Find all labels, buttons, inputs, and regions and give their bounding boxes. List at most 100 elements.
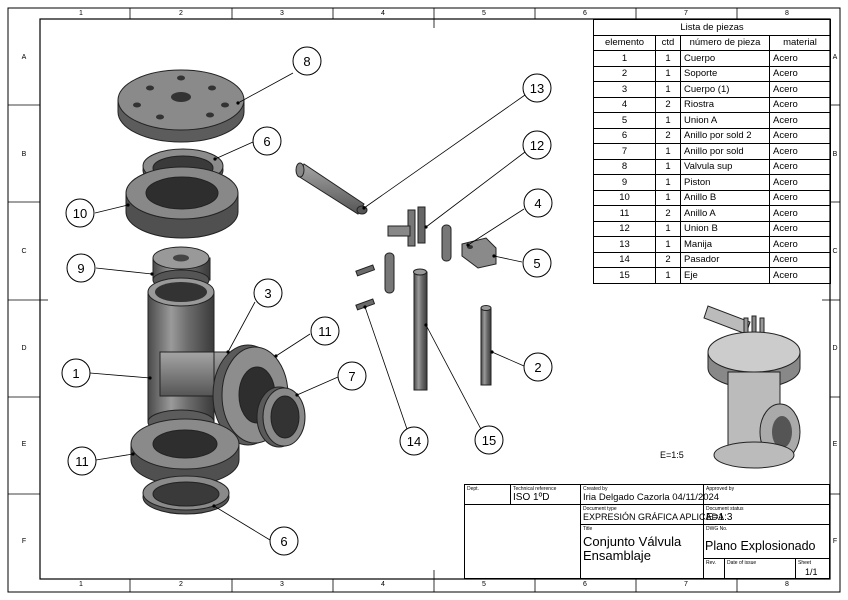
svg-text:4: 4 bbox=[534, 196, 541, 211]
tb-title-line1: Conjunto Válvula bbox=[583, 534, 682, 549]
part-6-ring-bottom bbox=[142, 475, 230, 515]
svg-text:7: 7 bbox=[348, 369, 355, 384]
balloon-11-bottom: 11 bbox=[67, 446, 97, 476]
zone-row-a-right: A bbox=[832, 54, 838, 61]
balloon-6-top: 6 bbox=[252, 126, 282, 156]
cell-material: Acero bbox=[769, 65, 831, 82]
cell-material: Acero bbox=[769, 143, 831, 160]
tb-techref-label: Technical reference bbox=[513, 486, 557, 492]
tb-created-label: Created by bbox=[583, 486, 608, 492]
cell-material: Acero bbox=[769, 96, 831, 113]
zone-col-3: 3 bbox=[280, 10, 284, 17]
zone-col-1: 1 bbox=[79, 10, 83, 17]
cell-material: Acero bbox=[769, 189, 831, 206]
balloon-11-side: 11 bbox=[310, 316, 340, 346]
cell-material: Acero bbox=[769, 267, 831, 284]
cell-material: Acero bbox=[769, 81, 831, 98]
cell-elemento: 14 bbox=[593, 251, 656, 268]
svg-text:1: 1 bbox=[72, 366, 79, 381]
svg-text:3: 3 bbox=[264, 286, 271, 301]
tb-sheet-cell bbox=[795, 558, 830, 579]
svg-text:11: 11 bbox=[318, 324, 332, 339]
svg-text:9: 9 bbox=[77, 261, 84, 276]
balloon-4: 4 bbox=[523, 188, 553, 218]
cell-elemento: 3 bbox=[593, 81, 656, 98]
cell-ctd: 1 bbox=[655, 236, 681, 253]
balloon-2: 2 bbox=[523, 352, 553, 382]
cell-ctd: 1 bbox=[655, 65, 681, 82]
header-numero-pieza: número de pieza bbox=[680, 34, 770, 51]
cell-elemento: 10 bbox=[593, 189, 656, 206]
cell-numero-pieza: Soporte bbox=[680, 65, 770, 82]
cell-elemento: 7 bbox=[593, 143, 656, 160]
part-11-ring-a-bottom bbox=[130, 418, 240, 486]
cell-ctd: 1 bbox=[655, 143, 681, 160]
cell-numero-pieza: Anillo B bbox=[680, 189, 770, 206]
part-14-pins bbox=[355, 264, 376, 311]
cell-elemento: 5 bbox=[593, 112, 656, 129]
balloon-13: 13 bbox=[522, 73, 552, 103]
cell-ctd: 1 bbox=[655, 50, 681, 67]
cell-ctd: 1 bbox=[655, 112, 681, 129]
svg-text:15: 15 bbox=[482, 433, 496, 448]
zone-col-4-bottom: 4 bbox=[381, 581, 385, 588]
parts-list-title: Lista de piezas bbox=[593, 19, 831, 36]
zone-col-2: 2 bbox=[179, 10, 183, 17]
svg-text:8: 8 bbox=[303, 54, 310, 69]
cell-numero-pieza: Manija bbox=[680, 236, 770, 253]
tb-sheet-label: Sheet bbox=[798, 560, 812, 566]
zone-col-1-bottom: 1 bbox=[79, 581, 83, 588]
cell-numero-pieza: Cuerpo bbox=[680, 50, 770, 67]
zone-ticks bbox=[8, 8, 840, 592]
balloon-3: 3 bbox=[253, 278, 283, 308]
balloon-12: 12 bbox=[522, 130, 552, 160]
cell-numero-pieza: Cuerpo (1) bbox=[680, 81, 770, 98]
part-13-handle bbox=[295, 162, 368, 215]
zone-col-6: 6 bbox=[583, 10, 587, 17]
zone-col-7-bottom: 7 bbox=[684, 581, 688, 588]
cell-ctd: 1 bbox=[655, 189, 681, 206]
tb-techref-value: ISO 1ºD bbox=[513, 492, 550, 503]
leader-lines bbox=[89, 72, 526, 541]
part-2-support bbox=[480, 305, 492, 386]
cell-material: Acero bbox=[769, 50, 831, 67]
cell-elemento: 11 bbox=[593, 205, 656, 222]
svg-text:6: 6 bbox=[263, 134, 270, 149]
cell-elemento: 6 bbox=[593, 127, 656, 144]
cell-numero-pieza: Riostra bbox=[680, 96, 770, 113]
zone-col-2-bottom: 2 bbox=[179, 581, 183, 588]
cell-numero-pieza: Anillo A bbox=[680, 205, 770, 222]
tb-approved-label: Approved by bbox=[706, 486, 735, 492]
part-12-union-b bbox=[387, 206, 426, 247]
part-15-shaft bbox=[413, 268, 428, 391]
part-7-ring-side bbox=[256, 386, 306, 448]
svg-text:5: 5 bbox=[533, 256, 540, 271]
zone-col-5-bottom: 5 bbox=[482, 581, 486, 588]
tb-rev-label: Rev. bbox=[706, 560, 716, 566]
zone-row-e: E bbox=[21, 441, 27, 448]
svg-text:12: 12 bbox=[530, 138, 544, 153]
cell-elemento: 8 bbox=[593, 158, 656, 175]
cell-ctd: 1 bbox=[655, 267, 681, 284]
cell-numero-pieza: Eje bbox=[680, 267, 770, 284]
tb-docstatus-label: Document status bbox=[706, 506, 744, 512]
part-8-valve-top bbox=[117, 69, 245, 143]
zone-row-c-right: C bbox=[832, 248, 838, 255]
part-10-ring-b bbox=[125, 166, 239, 239]
tb-title-label: Title bbox=[583, 526, 593, 532]
balloons: 8 6 10 9 3 11 1 7 11 6 13 12 4 5 2 14 15 bbox=[61, 46, 553, 556]
cell-elemento: 15 bbox=[593, 267, 656, 284]
